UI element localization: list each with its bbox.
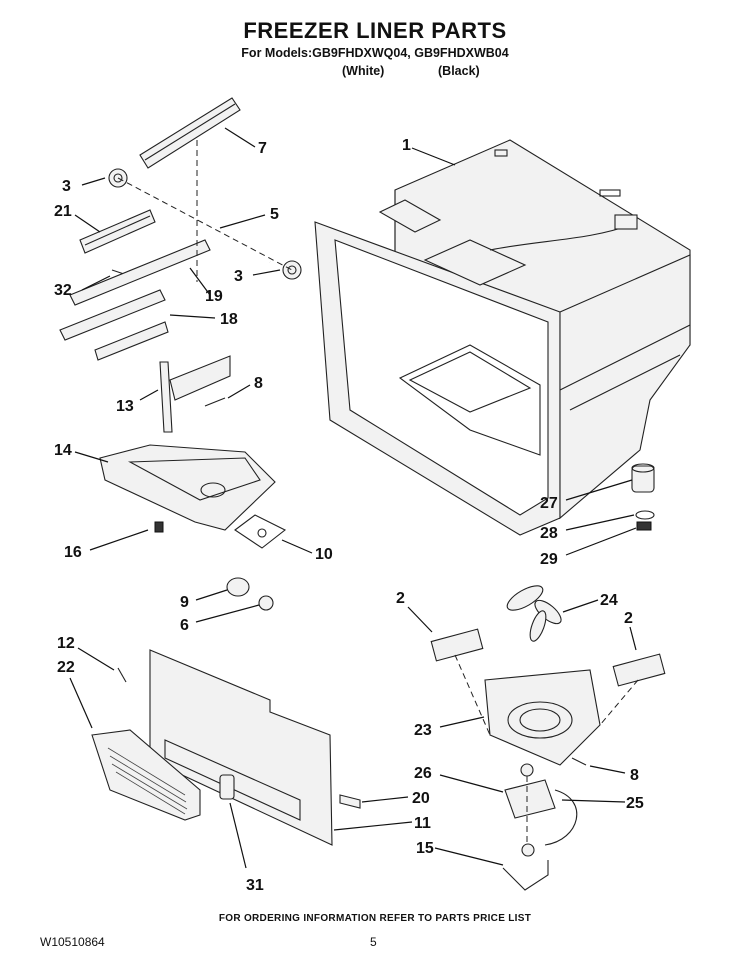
callout-29: 29 [540,551,558,568]
callout-16: 16 [64,544,82,561]
callout-5: 5 [270,206,279,223]
callout-27: 27 [540,495,558,512]
callout-14: 14 [54,442,72,459]
freezer-liner-bin [314,139,691,536]
light-socket-group [226,577,274,611]
page-title: FREEZER LINER PARTS [243,18,507,43]
callout-25: 25 [626,795,644,812]
variant-black: (Black) [438,64,480,78]
callout-19: 19 [205,288,223,305]
callout-11: 11 [414,815,431,832]
callout-2: 2 [624,610,633,627]
document-id: W10510864 [40,935,105,949]
models-line: For Models:GB9FHDXWQ04, GB9FHDXWB04 [241,46,509,60]
callout-23: 23 [414,722,432,739]
callout-12: 12 [57,635,75,652]
callout-31: 31 [246,877,264,894]
callout-2: 2 [396,590,405,607]
callout-10: 10 [315,546,333,563]
callout-8: 8 [630,767,639,784]
ordering-note: FOR ORDERING INFORMATION REFER TO PARTS … [218,913,532,924]
callout-3: 3 [62,178,71,195]
callout-3: 3 [234,268,243,285]
callout-7: 7 [258,140,267,157]
diffuser-group [99,444,287,549]
rail-hardware-group [59,97,302,361]
callout-26: 26 [414,765,432,782]
callout-1: 1 [402,137,411,154]
callout-labels: 1 7 3 21 5 32 3 19 18 13 8 14 16 10 27 2… [54,137,644,894]
callout-18: 18 [220,311,238,328]
variant-white: (White) [342,64,385,78]
callout-8: 8 [254,375,263,392]
callout-9: 9 [180,594,189,611]
page-number: 5 [370,935,377,949]
callout-20: 20 [412,790,430,807]
callout-15: 15 [416,840,434,857]
callout-6: 6 [180,617,189,634]
callout-22: 22 [57,659,75,676]
fan-housing-group [430,585,666,891]
evaporator-cover-group [91,649,361,846]
fan-mount-group [631,463,655,531]
leader-lines [69,127,637,869]
bracket-13-group [159,355,231,433]
callout-21: 21 [54,203,72,220]
callout-24: 24 [600,592,618,609]
callout-13: 13 [116,398,134,415]
callout-28: 28 [540,525,558,542]
callout-32: 32 [54,282,72,299]
